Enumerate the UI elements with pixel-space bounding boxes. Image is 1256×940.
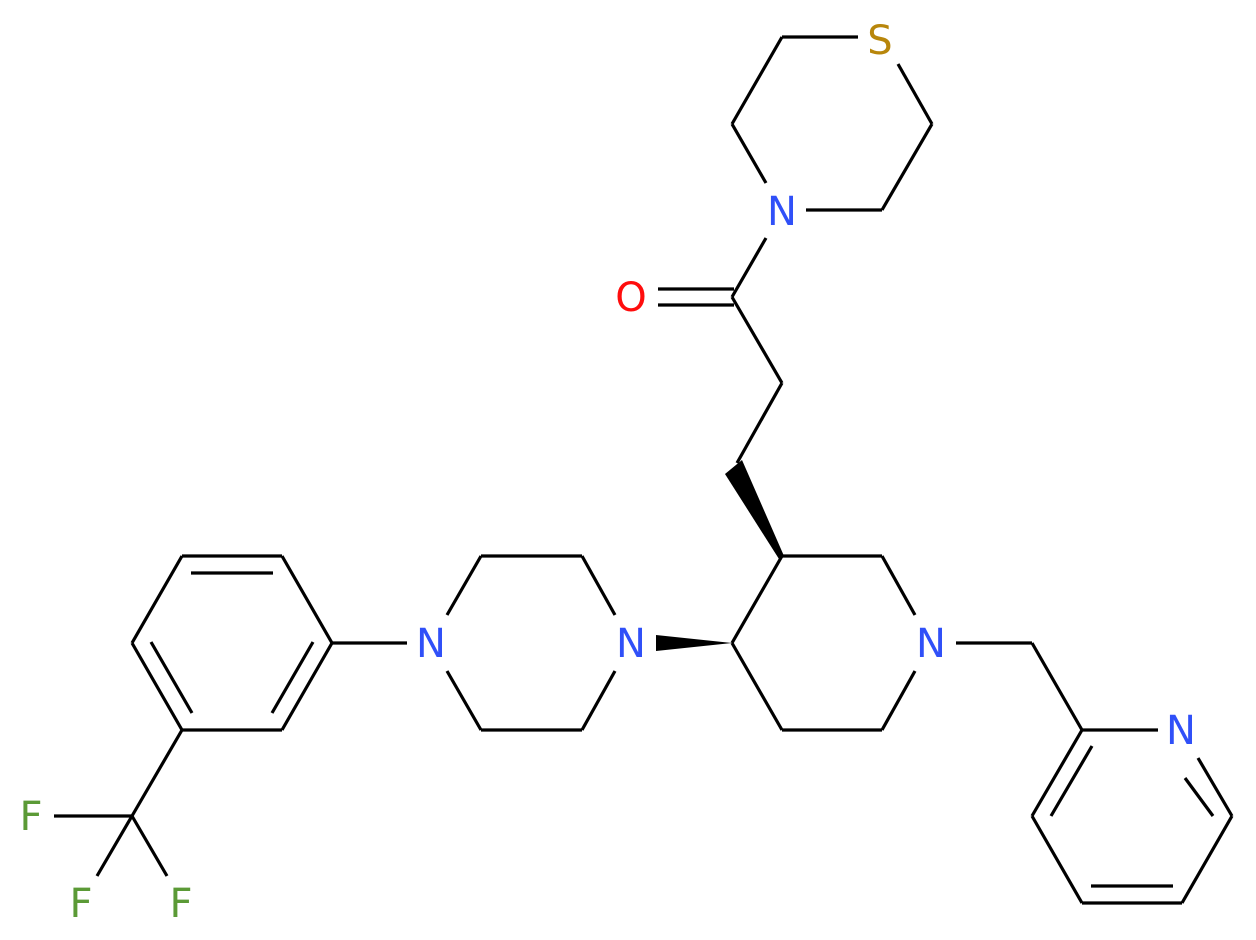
nitrogen-atom-label-piperidine: N <box>916 621 946 667</box>
propanoyl-chain <box>658 237 784 559</box>
wedge-bond-piperazine <box>656 635 732 651</box>
fluorine-atom-label-1: F <box>19 794 42 840</box>
thiomorpholine-ring <box>730 35 934 212</box>
piperazine-ring <box>332 554 617 732</box>
nitrogen-atom-label-thiomorpholine: N <box>767 189 797 235</box>
nitrogen-atom-label-piperazine-left: N <box>416 621 446 667</box>
nitrogen-atom-label-piperazine-right: N <box>616 621 646 667</box>
fluorine-atom-label-3: F <box>169 881 192 927</box>
phenyl-ring <box>54 554 334 877</box>
nitrogen-atom-label-pyridine: N <box>1166 708 1196 754</box>
oxygen-atom-label: O <box>615 275 646 321</box>
piperidine-ring <box>656 554 917 732</box>
pyridine-ring <box>956 641 1234 905</box>
fluorine-atom-label-2: F <box>69 881 92 927</box>
sulfur-atom-label: S <box>867 18 892 64</box>
wedge-bond-chain <box>725 460 784 559</box>
